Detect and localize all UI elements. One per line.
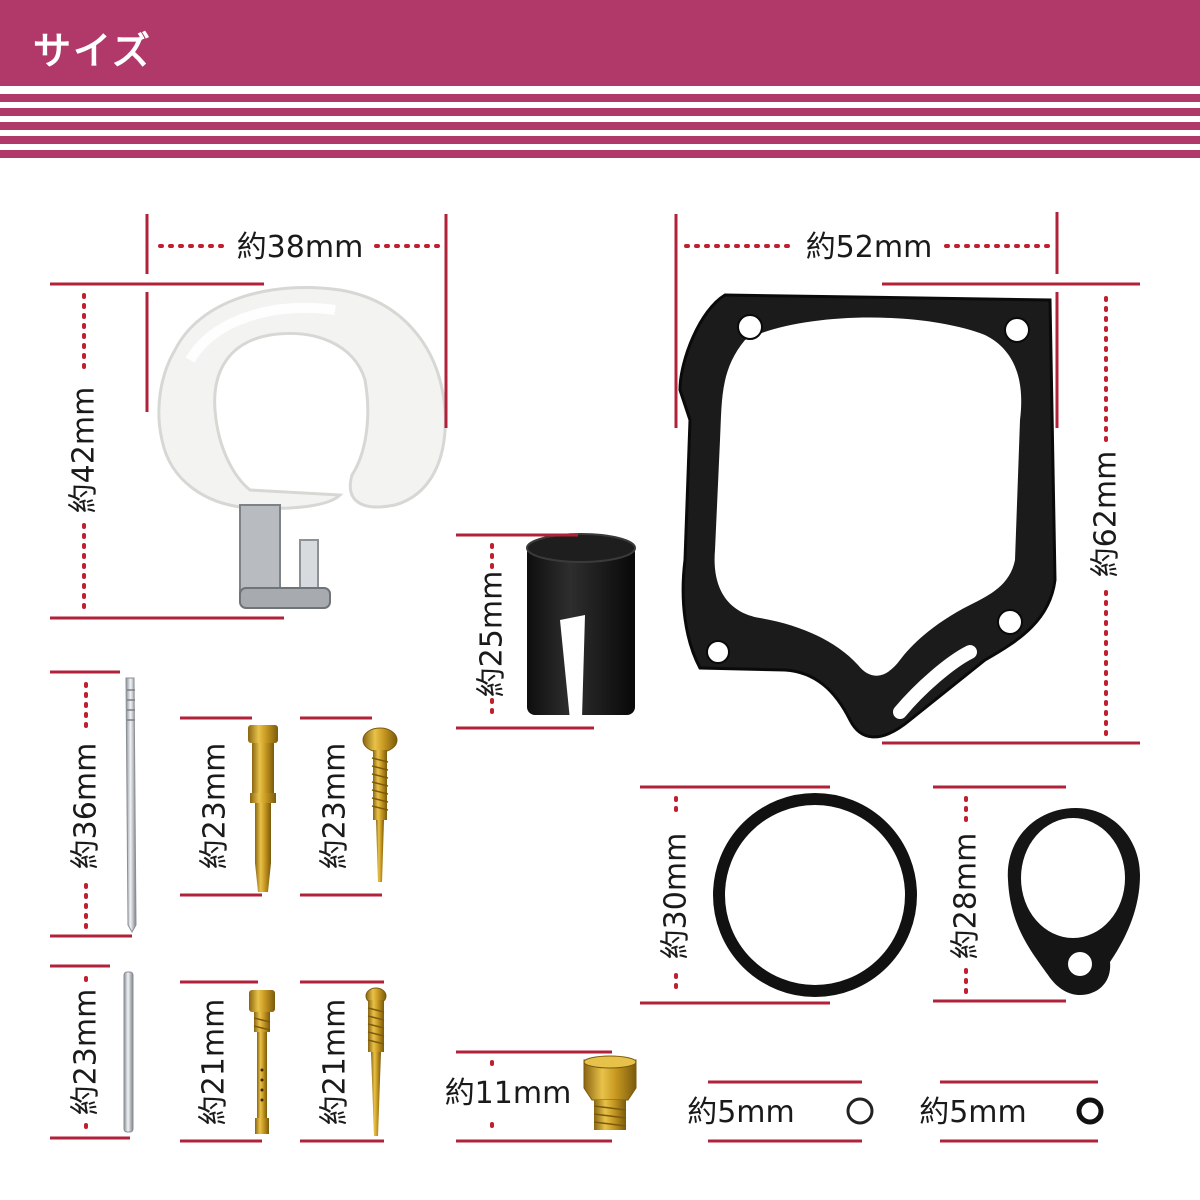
header-stripe [0,94,1200,102]
float-dimension-lines [50,214,448,620]
float-part [157,286,447,609]
screw-a-part [362,727,398,882]
jet-a-label: 約23mm [198,743,233,870]
float-height-label: 約42mm [67,387,102,514]
oring-b-dimension-lines [940,1080,1098,1143]
screw-a-dimension-lines [300,716,382,897]
jet-b-label: 約21mm [197,999,232,1126]
long-needle-part [125,677,137,934]
jet-b-part [249,990,275,1134]
gasket-dimension-lines [674,212,1140,745]
cap-height-label: 約25mm [475,571,510,698]
seal-ring-dimension-lines [933,785,1066,1003]
main-jet-dimension-lines [456,1050,612,1143]
main-jet-label: 約11mm [445,1076,572,1111]
header-stripe [0,136,1200,144]
jet-a-dimension-lines [180,716,262,897]
small-oring-b-part [1076,1097,1104,1125]
seal-ring-label: 約28mm [949,833,984,960]
short-pin-part [123,971,134,1133]
seal-ring-part [1007,808,1140,995]
main-jet-part [583,1055,637,1130]
screw-b-dimension-lines [300,980,384,1143]
float-width-label: 約38mm [237,230,364,265]
oring-large-dimension-lines [640,785,830,1005]
jet-b-dimension-lines [180,980,262,1143]
oring-small-a-label: 約5mm [687,1095,795,1130]
header-bar: サイズ [0,0,1200,86]
header-stripe [0,150,1200,158]
oring-a-dimension-lines [708,1080,862,1143]
page-title: サイズ [33,29,152,73]
oring-large-label: 約30mm [659,833,694,960]
screw-a-label: 約23mm [318,743,353,870]
gasket-height-label: 約62mm [1089,451,1124,578]
large-oring-part [713,793,917,997]
pin-short-label: 約23mm [69,989,104,1116]
small-oring-a-part [846,1097,874,1125]
cap-dimension-lines [456,533,594,730]
jet-a-part [248,725,278,892]
pin-dimension-lines [50,964,130,1140]
screw-b-part [365,987,387,1136]
header-stripe [0,108,1200,116]
gasket-width-label: 約52mm [806,230,933,265]
gasket-part [678,293,1057,739]
header-stripe [0,122,1200,130]
needle-dimension-lines [50,670,132,938]
needle-long-label: 約36mm [69,743,104,870]
screw-b-label: 約21mm [318,999,353,1126]
rubber-cap-part [526,533,636,720]
oring-small-b-label: 約5mm [919,1095,1027,1130]
